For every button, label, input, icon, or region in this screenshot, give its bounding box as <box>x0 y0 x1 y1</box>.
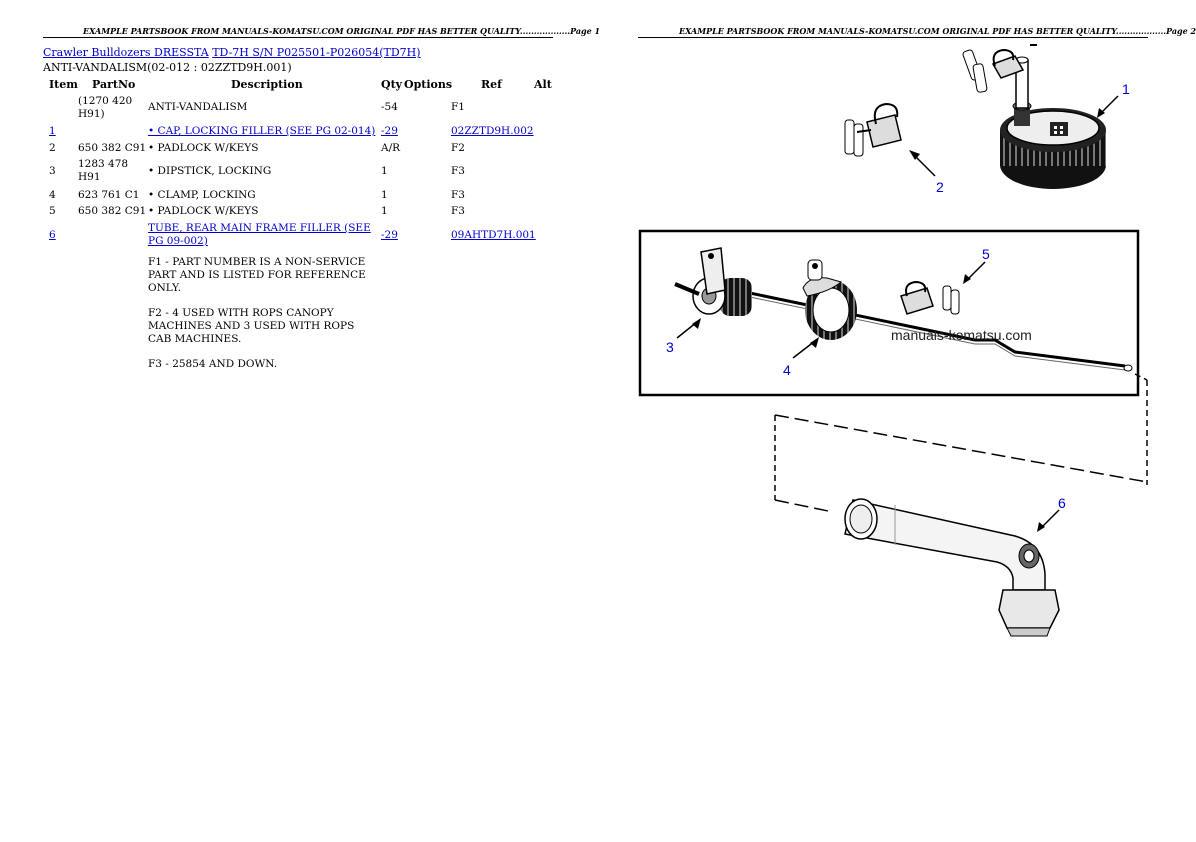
footnote-f1: F1 - PART NUMBER IS A NON-SERVICE PART A… <box>148 256 366 294</box>
row-ref: F3 <box>451 165 465 177</box>
header-rule <box>43 37 553 38</box>
callout-label: 5 <box>982 246 990 262</box>
illustration-page: EXAMPLE PARTSBOOK FROM MANUALS-KOMATSU.C… <box>595 0 1196 842</box>
dipstick-drawing <box>674 247 1133 372</box>
detail-frame <box>638 229 1140 397</box>
page-header: EXAMPLE PARTSBOOK FROM MANUALS-KOMATSU.C… <box>679 26 1196 36</box>
col-alt: Alt <box>534 78 552 91</box>
padlock-drawing <box>844 102 902 157</box>
row-ref-link[interactable]: 09AHTD7H.001 <box>451 229 536 241</box>
row-qty-link[interactable]: -29 <box>381 229 398 241</box>
col-item: Item <box>49 78 78 91</box>
callout-label: 4 <box>783 362 791 378</box>
row-item: 4 <box>49 189 56 201</box>
row-item: 2 <box>49 142 56 154</box>
col-description: Description <box>231 78 303 91</box>
row-qty: A/R <box>381 142 401 154</box>
row-item: 5 <box>49 205 56 217</box>
row-partno: 623 761 C1 <box>78 189 140 201</box>
row-ref-link[interactable]: 02ZZTD9H.002 <box>451 125 534 137</box>
row-item: 3 <box>49 165 56 177</box>
row-item-link[interactable]: 6 <box>49 229 56 241</box>
callout-2: 2 <box>909 150 944 195</box>
clamp-drawing <box>802 259 857 340</box>
col-ref: Ref <box>481 78 502 91</box>
row-qty: 1 <box>381 205 388 217</box>
row-qty: -54 <box>381 101 398 113</box>
row-description: • DIPSTICK, LOCKING <box>148 165 272 177</box>
breadcrumb: Crawler Bulldozers DRESSTA TD-7H S/N P02… <box>43 46 421 59</box>
row-qty: 1 <box>381 189 388 201</box>
filler-tube-drawing <box>844 498 1060 637</box>
page-header: EXAMPLE PARTSBOOK FROM MANUALS-KOMATSU.C… <box>83 26 601 36</box>
group-title: ANTI-VANDALISM(02-012 : 02ZZTD9H.001) <box>43 61 292 74</box>
callout-4: 4 <box>783 337 819 378</box>
row-description-link[interactable]: • CAP, LOCKING FILLER (SEE PG 02-014) <box>148 125 376 137</box>
footnote-f2: F2 - 4 USED WITH ROPS CANOPY MACHINES AN… <box>148 307 355 345</box>
row-partno: 650 382 C91 <box>78 142 147 154</box>
row-ref: F3 <box>451 205 465 217</box>
callout-1: 1 <box>1097 81 1130 118</box>
callout-label: 3 <box>666 339 674 355</box>
callout-6: 6 <box>1037 495 1066 532</box>
header-rule <box>638 37 1148 38</box>
model-link[interactable]: Crawler Bulldozers DRESSTA <box>43 46 209 59</box>
parts-list-page: EXAMPLE PARTSBOOK FROM MANUALS-KOMATSU.C… <box>0 0 600 842</box>
row-partno: (1270 420 H91) <box>78 95 133 120</box>
row-item-link[interactable]: 1 <box>49 125 56 137</box>
row-qty: 1 <box>381 165 388 177</box>
connection-lines <box>774 373 1148 513</box>
row-description: • PADLOCK W/KEYS <box>148 142 259 154</box>
callout-label: 1 <box>1122 81 1130 97</box>
row-description: • CLAMP, LOCKING <box>148 189 256 201</box>
row-description: • PADLOCK W/KEYS <box>148 205 259 217</box>
row-partno: 650 382 C91 <box>78 205 147 217</box>
parts-diagram: 1 2 3 <box>638 44 1148 637</box>
row-description-link[interactable]: TUBE, REAR MAIN FRAME FILLER (SEE PG 09-… <box>148 222 371 247</box>
callout-label: 2 <box>936 179 944 195</box>
watermark: manuals-komatsu.com <box>891 327 1032 343</box>
callout-5: 5 <box>963 246 990 284</box>
padlock-small-drawing <box>900 280 960 315</box>
col-options: Options <box>404 78 453 91</box>
callout-label: 6 <box>1058 495 1066 511</box>
col-qty: Qty <box>381 78 403 91</box>
row-ref: F3 <box>451 189 465 201</box>
serial-link[interactable]: TD-7H S/N P025501-P026054(TD7H) <box>212 46 421 59</box>
row-partno: 1283 478 H91 <box>78 158 129 183</box>
row-description: ANTI-VANDALISM <box>148 101 248 113</box>
row-qty-link[interactable]: -29 <box>381 125 398 137</box>
row-ref: F1 <box>451 101 465 113</box>
filler-cap-drawing <box>962 44 1106 189</box>
col-partno: PartNo <box>92 78 136 91</box>
callout-3: 3 <box>666 318 701 355</box>
footnote-f3: F3 - 25854 AND DOWN. <box>148 358 278 370</box>
row-ref: F2 <box>451 142 465 154</box>
